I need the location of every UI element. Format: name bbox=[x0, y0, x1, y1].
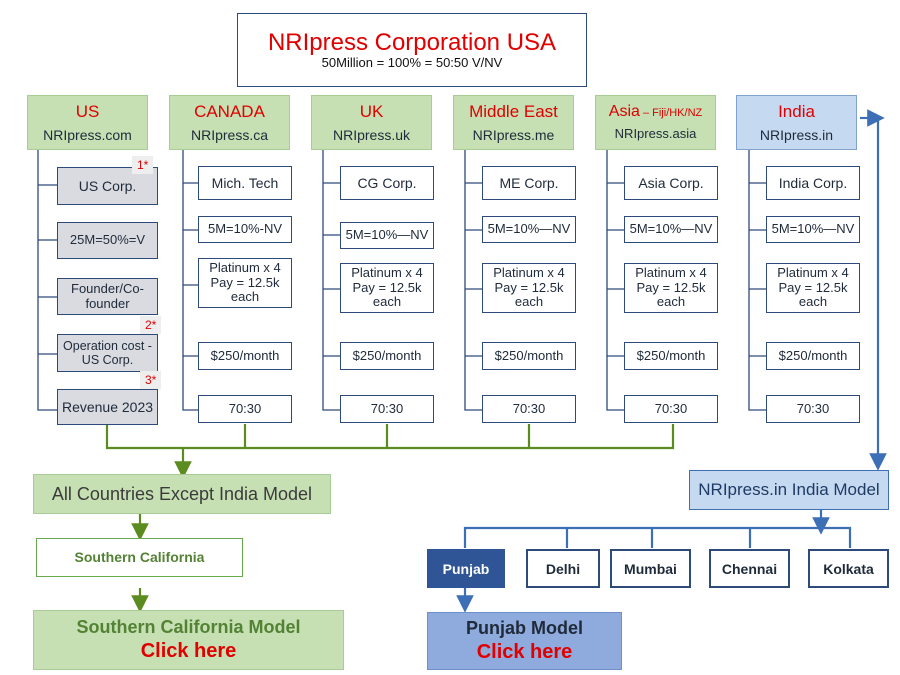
city-delhi[interactable]: Delhi bbox=[526, 549, 600, 588]
region-header-asia: Asia – Fiji/HK/NZ NRIpress.asia bbox=[595, 95, 716, 150]
item-monthly: $250/month bbox=[198, 342, 292, 370]
region-header-us: US NRIpress.com bbox=[27, 95, 148, 150]
region-site: NRIpress.me bbox=[472, 127, 555, 144]
note-marker: 1* bbox=[132, 156, 154, 174]
item-corp: Mich. Tech bbox=[198, 166, 292, 200]
item-ratio: 70:30 bbox=[198, 395, 292, 423]
southern-california-model-box[interactable]: Southern California Model Click here bbox=[33, 610, 344, 670]
item-monthly: $250/month bbox=[624, 342, 718, 370]
region-name: Middle East bbox=[469, 101, 558, 121]
item-monthly: $250/month bbox=[482, 342, 576, 370]
region-site: NRIpress.com bbox=[43, 127, 132, 144]
southern-california-box[interactable]: Southern California bbox=[36, 538, 243, 577]
us-item: 25M=50%=V bbox=[57, 222, 158, 259]
city-punjab[interactable]: Punjab bbox=[427, 549, 505, 588]
punjab-model-box[interactable]: Punjab Model Click here bbox=[427, 612, 622, 670]
region-site: NRIpress.uk bbox=[332, 127, 411, 144]
item-corp: CG Corp. bbox=[340, 166, 434, 200]
region-header-middle-east: Middle East NRIpress.me bbox=[453, 95, 574, 150]
city-label: Punjab bbox=[442, 560, 490, 577]
region-name-suffix: – Fiji/HK/NZ bbox=[639, 106, 703, 119]
region-header-india: India NRIpress.in bbox=[736, 95, 857, 150]
city-kolkata[interactable]: Kolkata bbox=[808, 549, 889, 588]
city-label: Kolkata bbox=[823, 560, 874, 577]
southern-california-click-link[interactable]: Click here bbox=[140, 639, 237, 662]
city-label: Chennai bbox=[721, 560, 778, 577]
region-site: NRIpress.asia bbox=[614, 126, 697, 142]
us-item: Operation cost - US Corp. bbox=[57, 334, 158, 372]
region-name: India bbox=[778, 101, 815, 121]
item-share: 5M=10%-NV bbox=[198, 216, 292, 243]
item-ratio: 70:30 bbox=[766, 395, 860, 423]
southern-california-model-title: Southern California Model bbox=[76, 617, 301, 638]
all-countries-model-box[interactable]: All Countries Except India Model bbox=[33, 474, 331, 514]
region-name-row: Asia – Fiji/HK/NZ bbox=[609, 103, 702, 121]
note-marker: 2* bbox=[140, 316, 162, 334]
india-model-box[interactable]: NRIpress.in India Model bbox=[689, 470, 889, 510]
item-share: 5M=10%—NV bbox=[482, 216, 576, 243]
item-share: 5M=10%—NV bbox=[340, 222, 434, 249]
city-chennai[interactable]: Chennai bbox=[709, 549, 790, 588]
region-site: NRIpress.ca bbox=[190, 127, 269, 144]
region-site: NRIpress.in bbox=[759, 127, 834, 144]
region-header-canada: CANADA NRIpress.ca bbox=[169, 95, 290, 150]
southern-california-label: Southern California bbox=[74, 549, 205, 566]
punjab-model-title: Punjab Model bbox=[466, 618, 583, 639]
region-name: US bbox=[75, 101, 100, 121]
us-item: US Corp. bbox=[57, 167, 158, 205]
us-item: Revenue 2023 bbox=[57, 389, 158, 425]
item-monthly: $250/month bbox=[766, 342, 860, 370]
region-name: CANADA bbox=[194, 101, 265, 121]
us-item: Founder/Co-founder bbox=[57, 278, 158, 315]
item-corp: Asia Corp. bbox=[624, 166, 718, 200]
item-ratio: 70:30 bbox=[482, 395, 576, 423]
item-corp: ME Corp. bbox=[482, 166, 576, 200]
item-corp: India Corp. bbox=[766, 166, 860, 200]
item-share: 5M=10%—NV bbox=[624, 216, 718, 243]
city-mumbai[interactable]: Mumbai bbox=[610, 549, 691, 588]
region-header-uk: UK NRIpress.uk bbox=[311, 95, 432, 150]
title-main: NRIpress Corporation USA bbox=[267, 28, 557, 56]
item-share: 5M=10%—NV bbox=[766, 216, 860, 243]
item-platinum: Platinum x 4 Pay = 12.5k each bbox=[766, 263, 860, 313]
region-name: UK bbox=[359, 101, 384, 121]
item-platinum: Platinum x 4 Pay = 12.5k each bbox=[482, 263, 576, 313]
note-marker: 3* bbox=[140, 371, 162, 389]
item-ratio: 70:30 bbox=[624, 395, 718, 423]
city-label: Delhi bbox=[545, 560, 581, 577]
city-label: Mumbai bbox=[624, 560, 677, 577]
item-platinum: Platinum x 4 Pay = 12.5k each bbox=[340, 263, 434, 313]
title-box: NRIpress Corporation USA 50Million = 100… bbox=[237, 13, 587, 87]
india-model-label: NRIpress.in India Model bbox=[698, 480, 880, 500]
punjab-click-link[interactable]: Click here bbox=[476, 640, 573, 663]
item-platinum: Platinum x 4 Pay = 12.5k each bbox=[624, 263, 718, 313]
item-ratio: 70:30 bbox=[340, 395, 434, 423]
item-monthly: $250/month bbox=[340, 342, 434, 370]
title-sub: 50Million = 100% = 50:50 V/NV bbox=[321, 55, 503, 71]
region-name: Asia bbox=[608, 102, 640, 120]
item-platinum: Platinum x 4 Pay = 12.5k each bbox=[198, 258, 292, 308]
all-countries-model-label: All Countries Except India Model bbox=[51, 483, 313, 504]
